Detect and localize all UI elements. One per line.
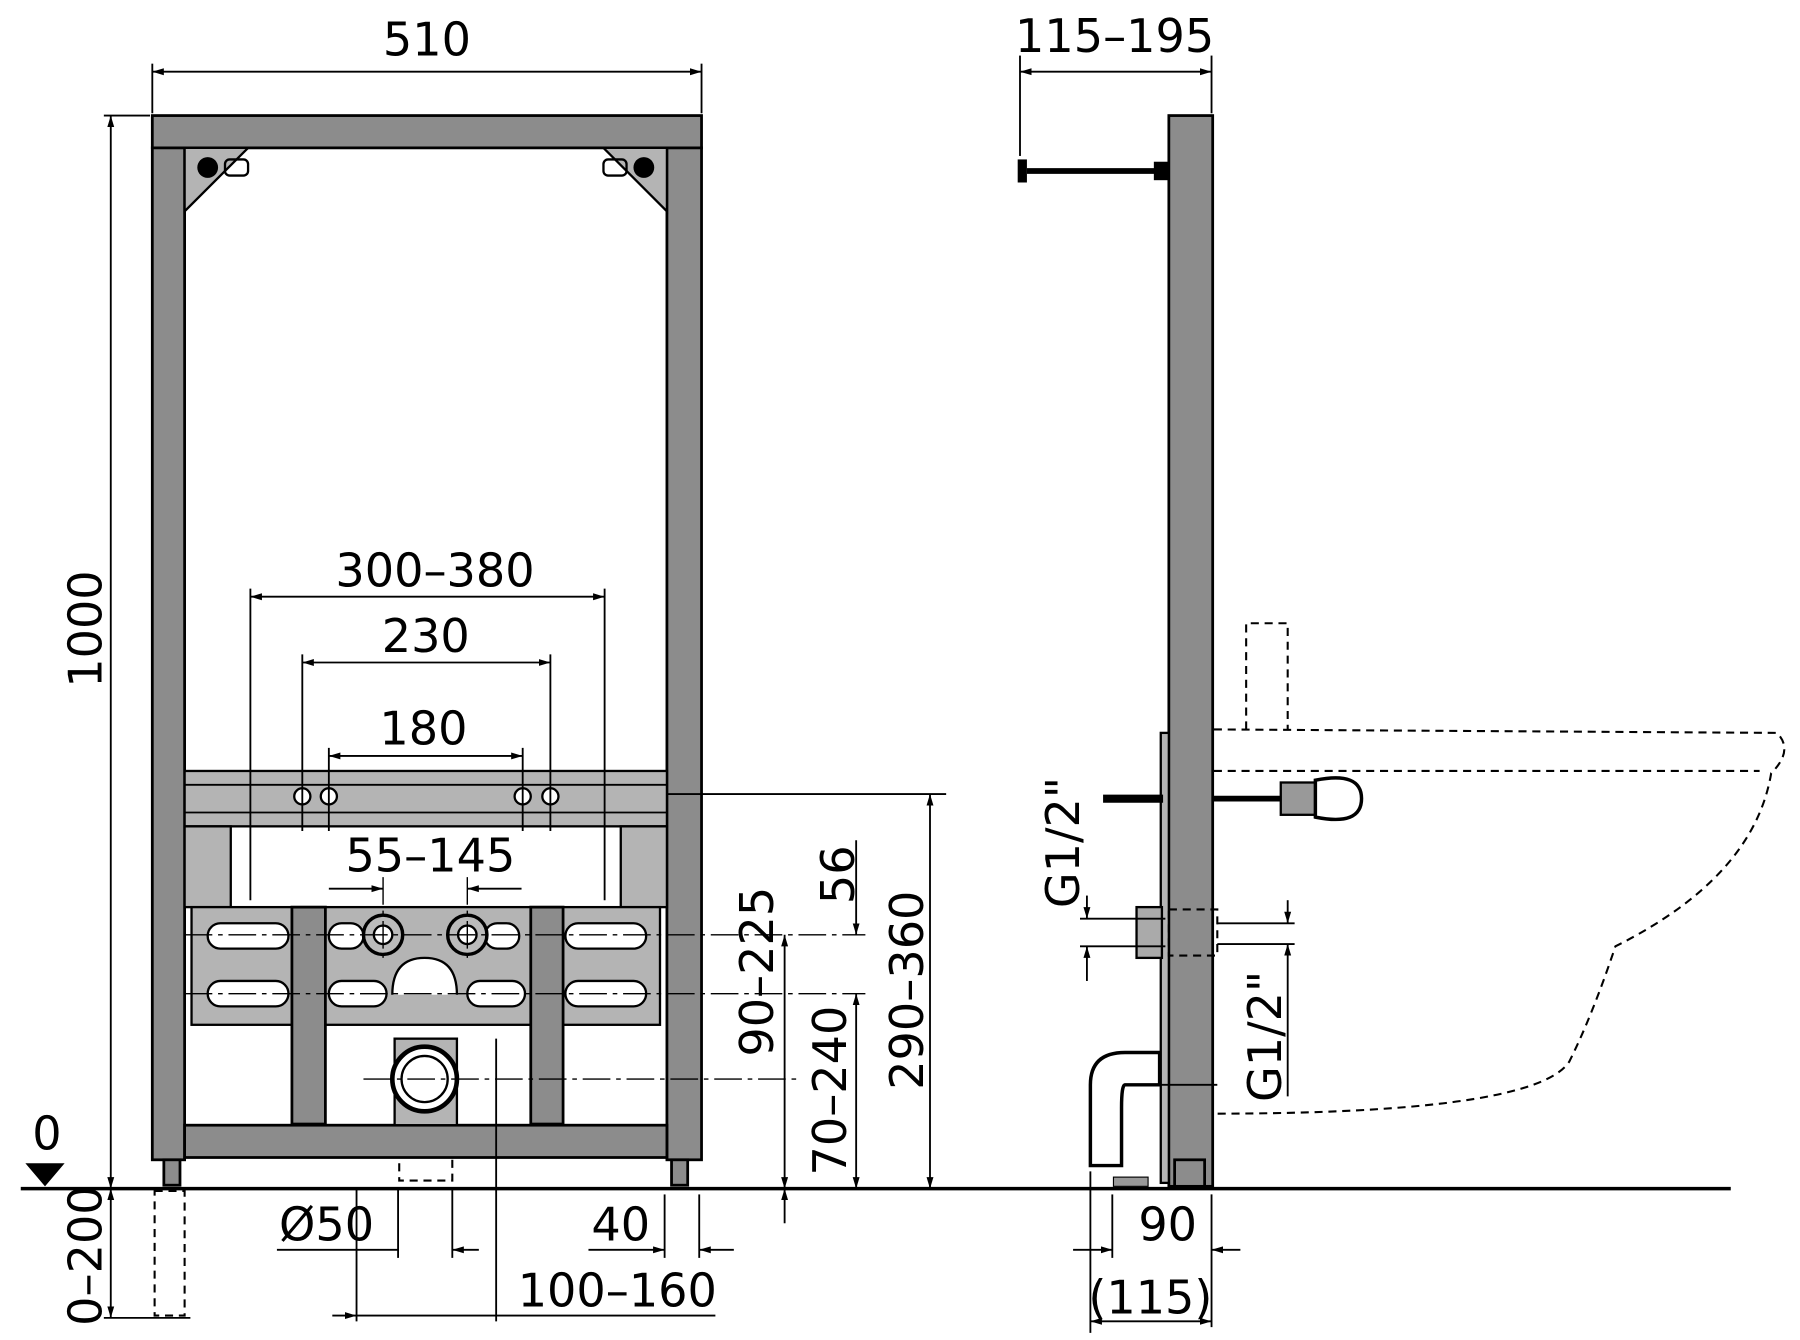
dim-115-195: 115–195 xyxy=(1015,9,1214,63)
dim-180: 180 xyxy=(379,701,467,755)
dim-290-360: 290–360 xyxy=(880,891,934,1090)
side-frame xyxy=(1017,114,1786,1188)
dim-100-160: 100–160 xyxy=(518,1263,717,1317)
side-dimension-lines xyxy=(1019,55,1295,1333)
dim-40: 40 xyxy=(591,1198,650,1252)
front-dimension-lines xyxy=(103,63,947,1322)
dimension-labels: 510 115–195 1000 300–380 230 180 55–145 … xyxy=(59,9,1292,1326)
dim-diameter-50: Ø50 xyxy=(279,1198,374,1252)
dim-0-200: 0–200 xyxy=(59,1185,113,1326)
floor-zero-marker xyxy=(25,1163,65,1187)
floor-zero-label: 0 xyxy=(32,1106,61,1160)
front-frame xyxy=(150,114,703,1317)
dim-70-240: 70–240 xyxy=(803,1006,857,1176)
dim-thread-top: G1/2" xyxy=(1036,777,1090,908)
dim-thread-bottom: G1/2" xyxy=(1238,971,1292,1102)
dim-300-380: 300–380 xyxy=(335,543,534,597)
dim-1000: 1000 xyxy=(59,570,113,687)
dim-56: 56 xyxy=(811,845,865,904)
dim-90-225: 90–225 xyxy=(730,887,784,1057)
dim-115-total: (115) xyxy=(1088,1270,1212,1324)
dim-90: 90 xyxy=(1138,1198,1197,1252)
dim-230: 230 xyxy=(382,609,470,663)
dim-510: 510 xyxy=(383,13,471,67)
dim-55-145: 55–145 xyxy=(345,828,515,882)
